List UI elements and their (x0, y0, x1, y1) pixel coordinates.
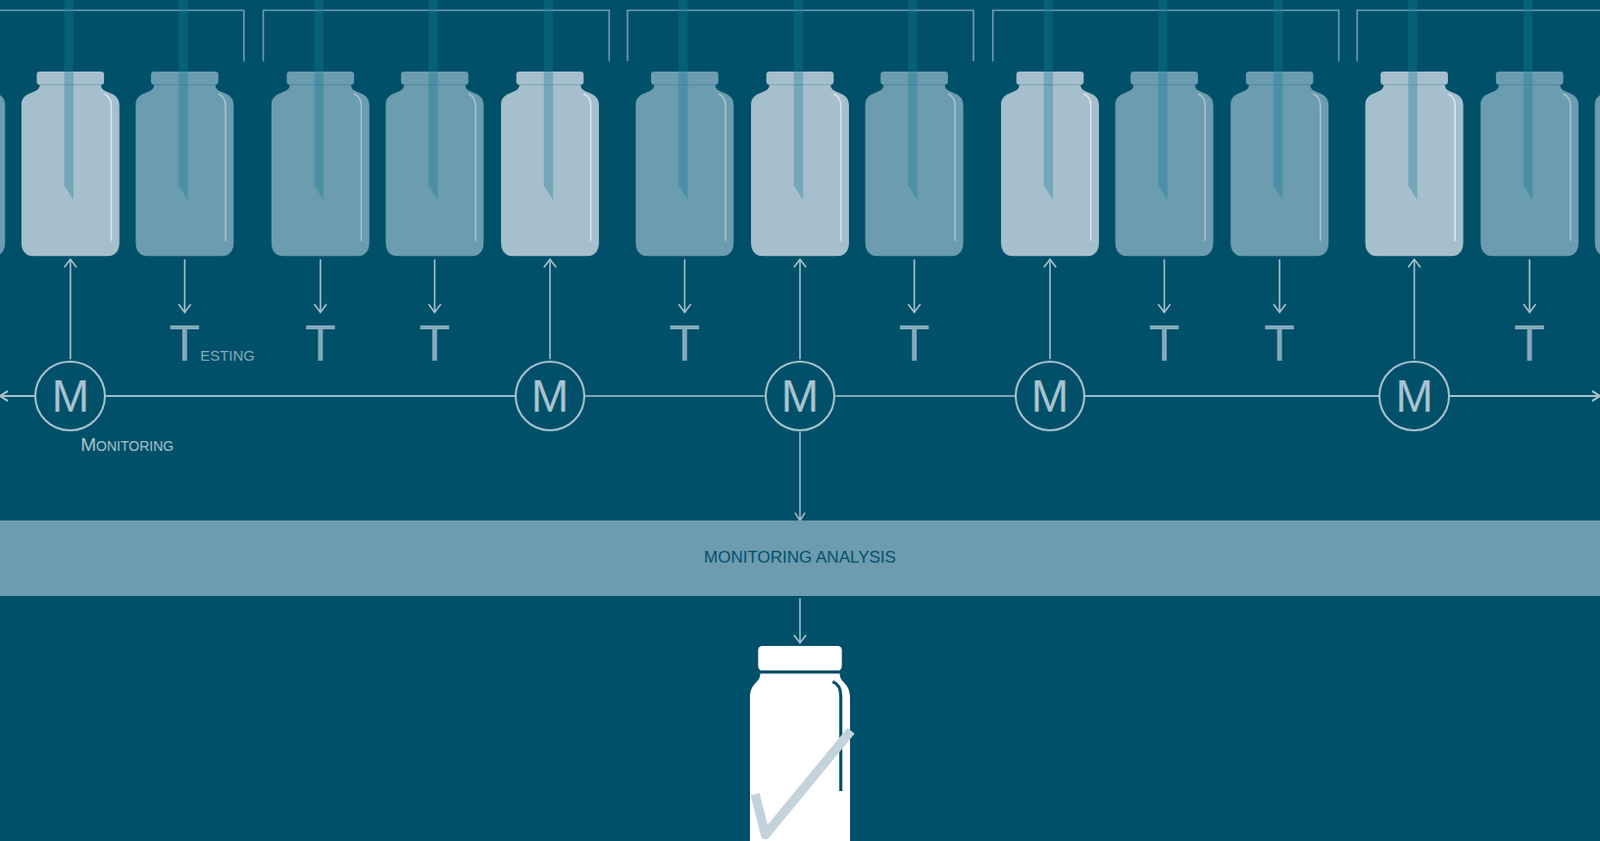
arrow-head (1523, 303, 1536, 312)
monitoring-circle: M (34, 360, 106, 433)
arrow-head (678, 303, 691, 312)
arrow-head (1273, 303, 1286, 312)
test-arrow (1528, 258, 1531, 312)
arrow-head (1157, 303, 1170, 312)
test-mark: T (669, 317, 701, 369)
test-mark: T (304, 317, 337, 369)
bottle-highlight (832, 682, 841, 792)
bracket (1356, 9, 1600, 61)
node-text: M (1031, 373, 1069, 419)
arrow-head (64, 258, 77, 267)
needle (314, 0, 324, 200)
arrow-head (314, 303, 327, 312)
monitoring-line (835, 395, 1014, 398)
monitoring-line (585, 395, 764, 398)
monitor-arrow (799, 260, 801, 360)
needle (428, 0, 438, 200)
arrow-head (907, 303, 920, 312)
released-bottle (750, 646, 851, 841)
needle (907, 0, 917, 200)
test-arrow (319, 258, 322, 312)
arrow-head (794, 258, 806, 267)
test-arrow (913, 258, 916, 312)
monitor-arrow (69, 260, 72, 360)
monitoring-arrow (799, 431, 801, 521)
tested-bottle (1595, 71, 1600, 256)
arrow-head (178, 303, 191, 312)
monitoring-legend: MONITORING (80, 435, 174, 456)
test-arrow (184, 258, 187, 312)
test-mark: T (1149, 317, 1181, 369)
needle (1407, 0, 1417, 200)
test-mark: T (1263, 317, 1296, 369)
arrow-head (428, 303, 441, 312)
test-mark: T (419, 317, 451, 369)
node-text: M (1395, 373, 1433, 419)
needle (1044, 0, 1053, 200)
node-text: M (51, 373, 90, 419)
arrow-head (794, 635, 806, 644)
monitoring-circle: M (1378, 360, 1450, 433)
needle (794, 0, 803, 200)
layout-arrows (0, 258, 1600, 644)
bottle-cap (757, 646, 842, 671)
monitor-arrow (549, 260, 551, 360)
test-arrow (1163, 258, 1166, 312)
analysis-band: MONITORING ANALYSIS (0, 520, 1600, 597)
bracket (0, 9, 245, 61)
test-mark: T (899, 317, 931, 369)
monitor-arrow (1049, 260, 1051, 360)
test-arrow (684, 258, 687, 312)
test-mark: T (1513, 317, 1546, 369)
test-arrow (1278, 258, 1281, 312)
arrow-head (544, 258, 556, 267)
release-arrow (799, 598, 801, 644)
needle (544, 0, 553, 200)
needle (678, 0, 688, 200)
needle (1157, 0, 1167, 200)
node-text: M (531, 373, 569, 419)
needle (1523, 0, 1533, 200)
check-mark (754, 731, 851, 836)
node-text: M (781, 373, 819, 419)
needle (64, 0, 74, 200)
arrow-head (1044, 258, 1056, 267)
testing-legend: TESTING (168, 317, 255, 382)
arrow-head (1407, 258, 1420, 267)
filling-needles (0, 0, 1600, 200)
needle (178, 0, 188, 200)
monitoring-arrow (1014, 395, 1600, 398)
monitor-arrow (1413, 260, 1416, 360)
needle (1273, 0, 1283, 200)
tested-bottle (0, 71, 5, 256)
test-arrow (434, 258, 437, 312)
node-text: MONITORING ANALYSIS (703, 548, 897, 568)
